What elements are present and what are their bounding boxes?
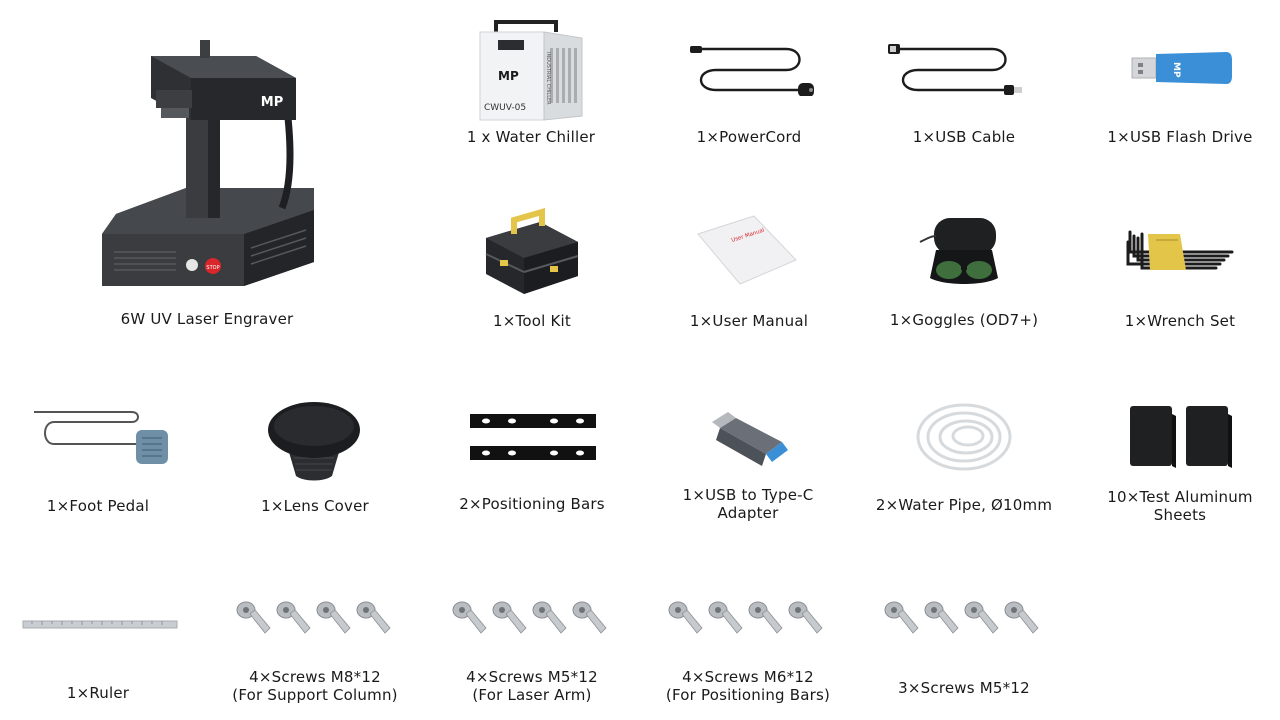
engraver-label: 6W UV Laser Engraver xyxy=(120,310,294,328)
usb-typec-adapter-label: 1×USB to Type-C Adapter xyxy=(683,486,814,522)
aluminum-sheets-label-line1: 10×Test Aluminum xyxy=(1107,488,1253,506)
lens-cover-label: 1×Lens Cover xyxy=(261,497,369,515)
screws-m8-image xyxy=(236,601,391,634)
water-chiller-image: MP CWUV-05 INDUSTRIAL CHILLER xyxy=(479,20,583,121)
flash-brand-logo: MP xyxy=(1171,62,1181,78)
engraver-brand-logo: MP xyxy=(261,95,283,110)
positioning-bars-label: 2×Positioning Bars xyxy=(459,495,605,513)
screws-m5-image xyxy=(452,601,607,634)
screws-m5b-image xyxy=(884,601,1039,634)
chiller-model-text: CWUV-05 xyxy=(484,103,526,113)
user-manual-image: User Manual xyxy=(697,215,797,285)
aluminum-sheets-label: 10×Test Aluminum Sheets xyxy=(1107,488,1253,524)
aluminum-sheets-label-line2: Sheets xyxy=(1153,506,1207,524)
power-cord-image xyxy=(690,46,814,96)
ruler-image xyxy=(22,620,178,629)
screws-m6-label-line1: 4×Screws M6*12 xyxy=(682,668,814,686)
screws-m5-label-line1: 4×Screws M5*12 xyxy=(466,668,598,686)
screws-m6-label: 4×Screws M6*12 (For Positioning Bars) xyxy=(666,668,830,704)
wrench-set-image xyxy=(1126,230,1234,270)
lens-cover-image xyxy=(268,402,360,481)
chiller-side-text: INDUSTRIAL CHILLER xyxy=(545,52,551,105)
user-manual-label: 1×User Manual xyxy=(689,312,809,330)
positioning-bars-image xyxy=(470,414,596,460)
goggles-label: 1×Goggles (OD7+) xyxy=(889,311,1039,329)
usb-cable-image xyxy=(888,44,1022,95)
tool-kit-label: 1×Tool Kit xyxy=(493,312,571,330)
usb-cable-label: 1×USB Cable xyxy=(912,128,1016,146)
screws-m8-label-line2: (For Support Column) xyxy=(232,686,398,704)
wrench-set-label: 1×Wrench Set xyxy=(1124,312,1236,330)
usb-typec-adapter-label-line1: 1×USB to Type-C xyxy=(682,486,814,504)
screws-m8-label: 4×Screws M8*12 (For Support Column) xyxy=(232,668,397,704)
screws-m5b-label: 3×Screws M5*12 xyxy=(898,679,1030,697)
usb-typec-adapter-label-line2: Adapter xyxy=(717,504,779,522)
foot-pedal-label: 1×Foot Pedal xyxy=(46,497,150,515)
stop-button-label: STOP xyxy=(206,265,219,271)
screws-m5-label-line2: (For Laser Arm) xyxy=(472,686,592,704)
usb-flash-drive-label: 1×USB Flash Drive xyxy=(1107,128,1253,146)
power-cord-label: 1×PowerCord xyxy=(696,128,802,146)
screws-m6-label-line2: (For Positioning Bars) xyxy=(665,686,831,704)
aluminum-sheets-image xyxy=(1130,406,1232,468)
chiller-brand-logo: MP xyxy=(498,69,519,83)
foot-pedal-image xyxy=(34,411,168,464)
screws-m5-label: 4×Screws M5*12 (For Laser Arm) xyxy=(466,668,598,704)
water-pipe-label: 2×Water Pipe, Ø10mm xyxy=(875,496,1053,514)
usb-typec-adapter-image xyxy=(712,412,788,466)
water-pipe-image xyxy=(916,403,1012,471)
ruler-label: 1×Ruler xyxy=(66,684,130,702)
tool-kit-image xyxy=(485,208,579,294)
screws-m6-image xyxy=(668,601,823,634)
usb-flash-drive-image: MP xyxy=(1131,52,1232,84)
goggles-image xyxy=(919,218,998,284)
laser-engraver-image: STOP MP xyxy=(102,40,314,286)
screws-m8-label-line1: 4×Screws M8*12 xyxy=(249,668,381,686)
water-chiller-label: 1 x Water Chiller xyxy=(466,128,596,146)
